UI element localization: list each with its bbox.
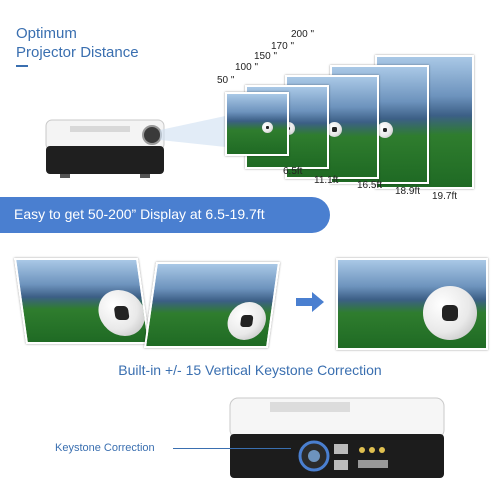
heading-line-1: Optimum: [16, 25, 77, 42]
banner-text: Easy to get 50-200” Display at 6.5-19.7f…: [14, 206, 265, 222]
projector-illustration-top: [45, 119, 165, 178]
keystone-leader-line: [173, 448, 291, 449]
keystone-image-corrected: [336, 258, 488, 350]
arrow-right-icon: [296, 292, 324, 312]
distance-label-18-9: 18.9ft: [395, 186, 421, 197]
projector-illustration-bottom: [229, 397, 445, 478]
keystone-image-distorted-left: [13, 258, 151, 344]
size-label-170: 170 ": [271, 41, 295, 52]
heading-underline: [16, 65, 28, 67]
heading-line-2: Projector Distance: [16, 44, 139, 61]
distance-label-16-5: 16.5ft: [357, 180, 383, 191]
section-heading: Optimum Projector Distance: [16, 24, 139, 62]
size-label-150: 150 ": [254, 51, 278, 62]
keystone-correction-label: Keystone Correction: [55, 442, 155, 454]
size-label-100: 100 ": [235, 62, 259, 73]
size-label-200: 200 ": [291, 29, 315, 40]
distance-label-11-1: 11.1ft: [314, 175, 339, 186]
projected-screen-50: [225, 92, 289, 156]
size-label-50: 50 ": [217, 75, 235, 86]
keystone-image-distorted-right: [143, 262, 281, 348]
keystone-caption: Built-in +/- 15 Vertical Keystone Correc…: [118, 362, 382, 378]
display-range-banner: Easy to get 50-200” Display at 6.5-19.7f…: [0, 197, 330, 233]
distance-label-6-5: 6.5ft: [283, 166, 303, 177]
distance-label-19-7: 19.7ft: [432, 191, 458, 202]
